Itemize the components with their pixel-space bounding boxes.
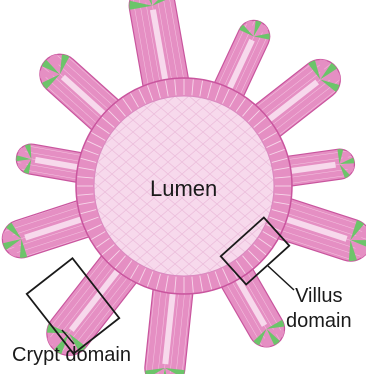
lumen-label: Lumen [150, 176, 217, 202]
villus-domain-label: Villus domain [286, 284, 352, 334]
villus-label-line2: domain [286, 309, 352, 334]
crypt-domain-label: Crypt domain [12, 344, 131, 367]
villus-label-line1: Villus [286, 284, 352, 309]
